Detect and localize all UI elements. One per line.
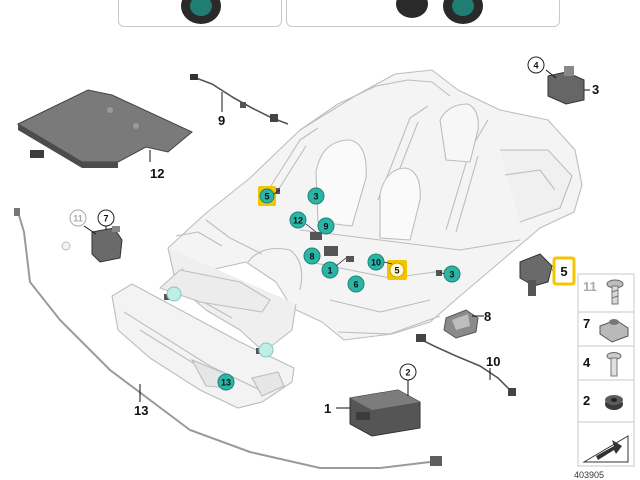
- marker-leaders: [273, 189, 445, 275]
- svg-text:3: 3: [449, 270, 454, 280]
- marker-6: 6: [347, 275, 365, 293]
- marker-13: 13: [217, 373, 235, 391]
- sensor-7: [91, 226, 123, 263]
- callout-11-left: 11: [69, 209, 87, 227]
- marker-9: 9: [317, 217, 335, 235]
- highlight-5-b: 5: [387, 260, 407, 280]
- label-3: 3: [592, 82, 599, 97]
- callout-2: 2: [399, 363, 417, 381]
- svg-text:9: 9: [323, 222, 328, 232]
- legend-label-4: 4: [583, 355, 591, 370]
- label-12: 12: [150, 166, 164, 181]
- diagram-number: 403905: [574, 470, 605, 480]
- legend-label-2: 2: [583, 393, 590, 408]
- bolt-icon: [606, 352, 622, 377]
- tire-icon: [181, 0, 221, 24]
- highlight-5-a: 5: [258, 186, 276, 206]
- svg-text:11: 11: [73, 214, 83, 224]
- label-1: 1: [324, 401, 331, 416]
- svg-text:2: 2: [405, 368, 410, 378]
- callout-4: 4: [527, 56, 545, 74]
- front-bumper: [111, 283, 295, 409]
- cable-13: [14, 208, 442, 469]
- marker-3-b: 3: [443, 265, 461, 283]
- marker-1: 1: [321, 261, 339, 279]
- sensor-icon: [547, 66, 585, 105]
- svg-text:5: 5: [394, 266, 399, 276]
- nut-icon: [605, 395, 623, 410]
- marker-8-a: 8: [303, 247, 321, 265]
- legend-label-7: 7: [583, 316, 590, 331]
- clip-icon: [599, 319, 629, 343]
- svg-text:5: 5: [560, 264, 567, 279]
- svg-text:7: 7: [103, 214, 108, 224]
- svg-text:13: 13: [221, 378, 231, 388]
- label-13: 13: [134, 403, 148, 418]
- svg-text:5: 5: [264, 192, 269, 202]
- svg-text:4: 4: [533, 61, 538, 71]
- highlight-5-c: 5: [552, 256, 576, 286]
- control-unit-icon: [349, 389, 421, 437]
- sensor-cable-9: [190, 74, 289, 125]
- underbody-panel: [16, 89, 193, 168]
- car-body: [159, 69, 583, 353]
- marker-12: 12: [289, 211, 307, 229]
- svg-text:6: 6: [353, 280, 358, 290]
- legend-label-11: 11: [583, 279, 597, 294]
- fastener-legend: 11 7 4 2: [577, 273, 635, 467]
- label-10: 10: [486, 354, 500, 369]
- svg-text:3: 3: [313, 192, 318, 202]
- svg-text:10: 10: [371, 258, 381, 268]
- callout-7: 7: [97, 209, 115, 227]
- marker-10: 10: [367, 253, 385, 271]
- screw-icon: [606, 279, 624, 305]
- marker-3-a: 3: [307, 187, 325, 205]
- svg-text:1: 1: [327, 266, 332, 276]
- arrow-icon: [582, 435, 629, 463]
- cable-10: [416, 334, 516, 396]
- wheel-icon: [396, 0, 483, 24]
- label-9: 9: [218, 113, 225, 128]
- bracket-8: [443, 309, 479, 339]
- svg-text:8: 8: [309, 252, 314, 262]
- svg-text:12: 12: [293, 216, 303, 226]
- sensor-5: [519, 253, 553, 296]
- top-panel-left: [118, 0, 282, 27]
- top-panel-right: [286, 0, 560, 27]
- label-8: 8: [484, 309, 491, 324]
